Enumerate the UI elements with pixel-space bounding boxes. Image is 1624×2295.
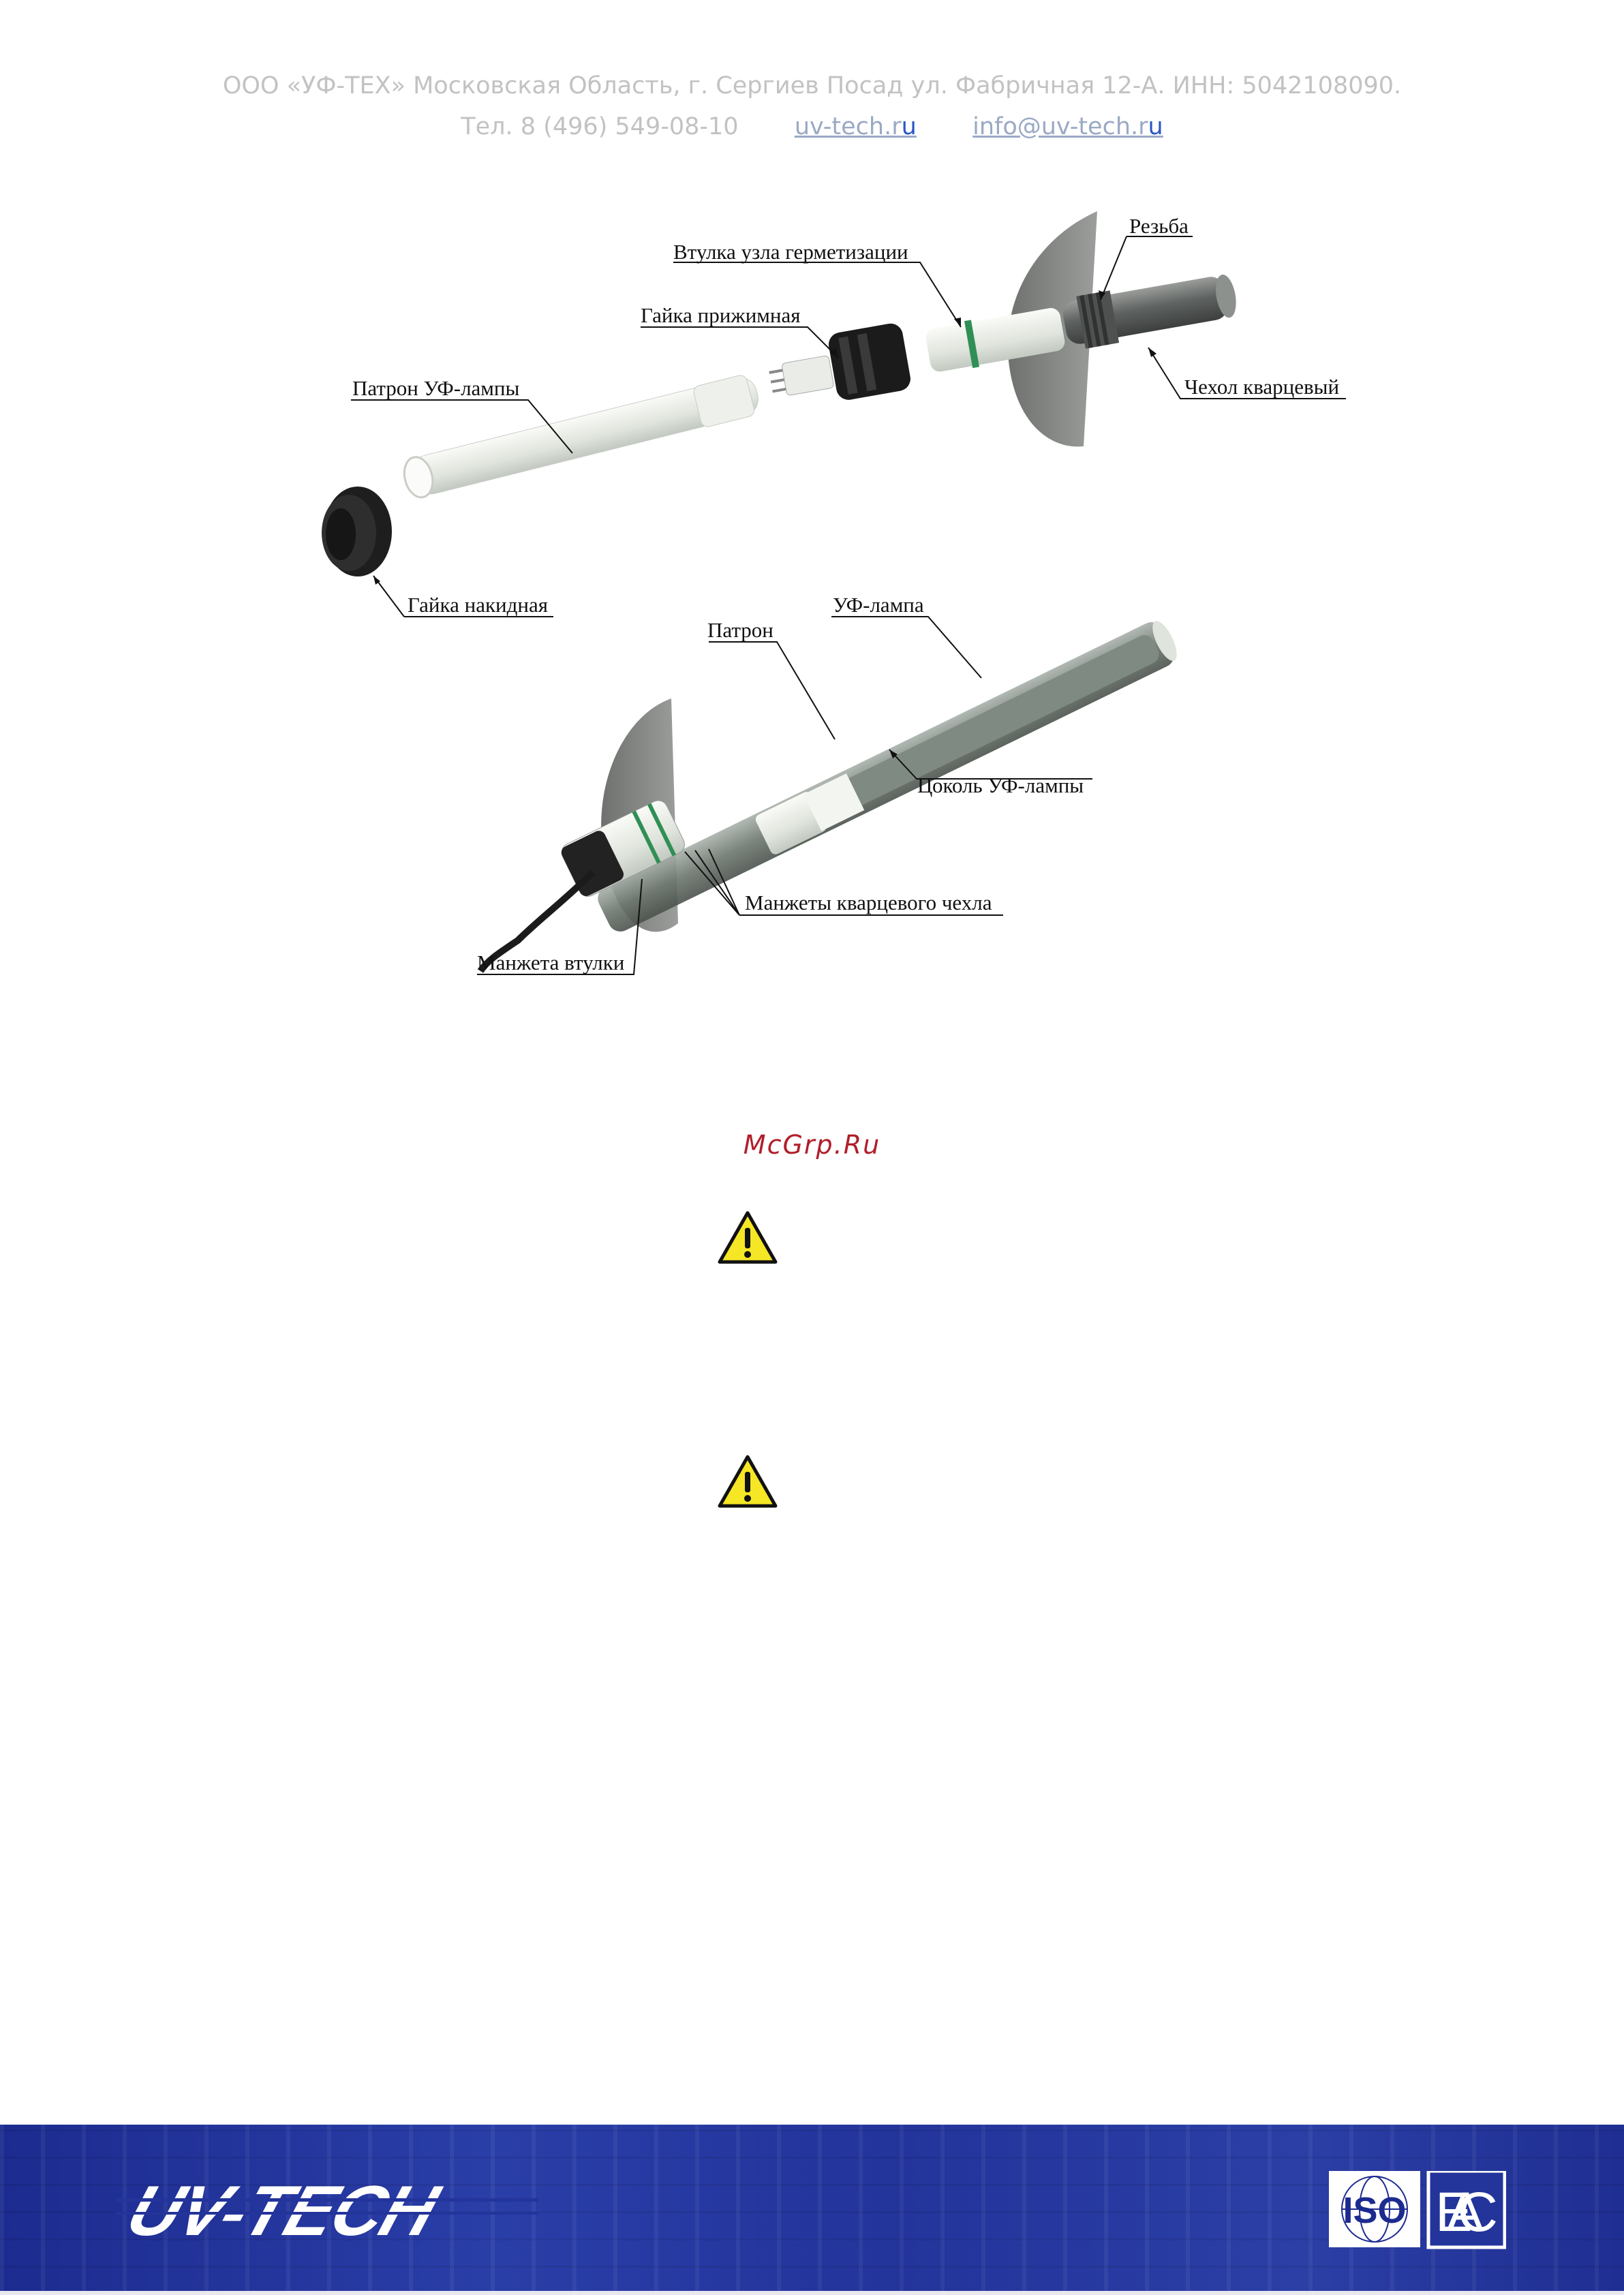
power-cable (477, 869, 596, 973)
website-link[interactable]: uv-tech.ru (794, 113, 917, 140)
lamp-cartridge (403, 375, 759, 499)
svg-text:UV-TECH: UV-TECH (118, 2172, 449, 2247)
footer-banner: UV-TECH ISO EAC (0, 2125, 1624, 2295)
certification-badges: ISO EAC (1329, 2171, 1506, 2249)
warning-icon (718, 1211, 778, 1264)
cap-nut (322, 487, 392, 576)
eac-badge: EAC (1435, 2181, 1498, 2243)
label-manzhety: Манжеты кварцевого чехла (745, 891, 992, 914)
uv-lamp-assembly-diagram: Резьба Втулка узла герметизации Гайка пр… (322, 211, 1346, 975)
label-patron: Патрон (707, 618, 773, 642)
lamp-connector (769, 355, 834, 396)
label-patron-uf: Патрон УФ-лампы (352, 376, 520, 400)
label-rezba: Резьба (1129, 214, 1189, 238)
clamping-nut (828, 323, 910, 400)
label-manzheta-vtulki: Манжета втулки (477, 951, 624, 974)
watermark-text: McGrp.Ru (743, 1130, 881, 1160)
company-address: ООО «УФ-ТЕХ» Московская Область, г. Серг… (222, 72, 1402, 99)
label-uf-lampa: УФ-лампа (833, 593, 924, 617)
warning-icon (718, 1455, 778, 1508)
contact-line: Тел. 8 (496) 549-08-10 uv-tech.ru info@u… (0, 106, 1624, 147)
phone-number: Тел. 8 (496) 549-08-10 (461, 113, 739, 140)
assembled-sleeve (598, 621, 1177, 932)
label-tsokol: Цоколь УФ-лампы (917, 773, 1084, 797)
document-header: ООО «УФ-ТЕХ» Московская Область, г. Серг… (0, 65, 1624, 147)
email-link[interactable]: info@uv-tech.ru (972, 113, 1163, 140)
label-vtulka: Втулка узла герметизации (673, 240, 908, 264)
iso-badge: ISO (1343, 2190, 1406, 2231)
thread-section (1076, 290, 1120, 349)
uvtech-logo: UV-TECH (116, 2172, 538, 2247)
globe-icon (1341, 2176, 1408, 2243)
label-chehol: Чехол кварцевый (1184, 375, 1339, 399)
label-gayka-prizhimnaya: Гайка прижимная (641, 303, 801, 327)
label-gayka-nakidnaya: Гайка накидная (408, 593, 548, 617)
